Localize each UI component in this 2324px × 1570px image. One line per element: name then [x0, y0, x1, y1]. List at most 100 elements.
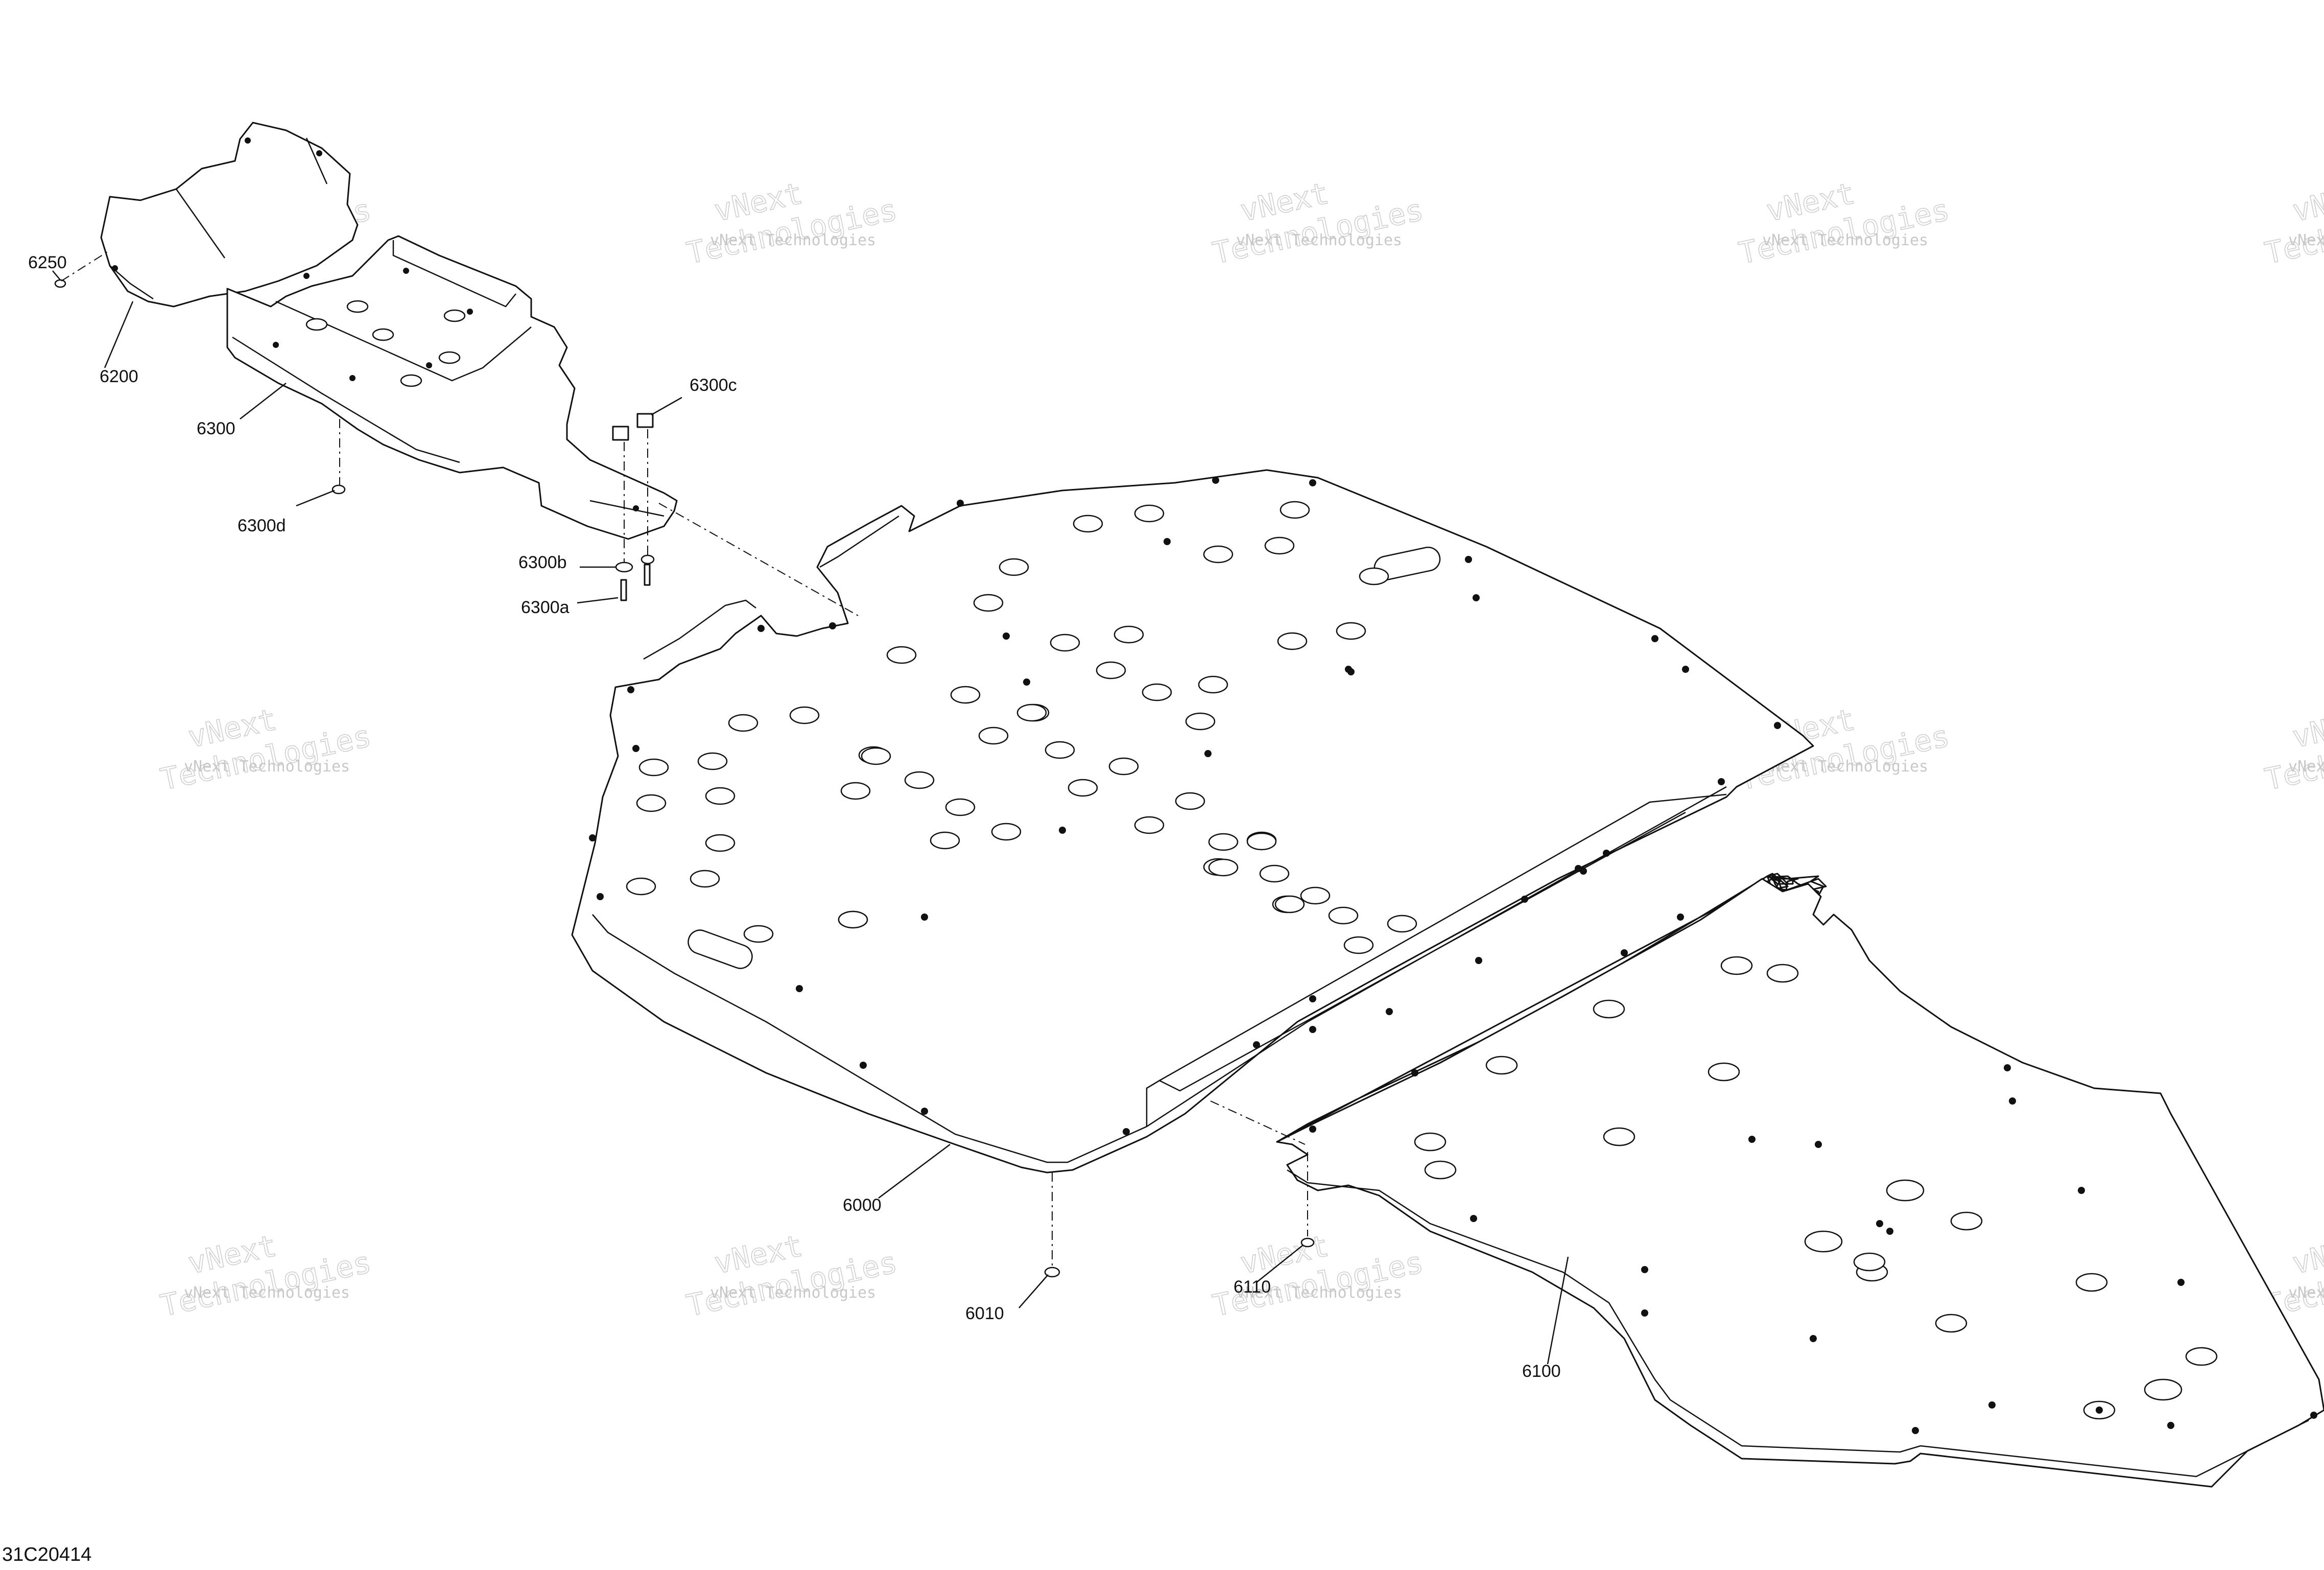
hole — [1050, 634, 1080, 652]
hole — [1208, 858, 1239, 877]
hole — [1766, 964, 1799, 983]
hole — [626, 877, 656, 896]
hole — [1246, 832, 1277, 851]
fasteners-6300 — [54, 279, 655, 601]
hole — [728, 714, 758, 732]
watermark-line-1: vNext Technologies — [184, 1284, 350, 1302]
hole — [1259, 864, 1290, 883]
part-6200-front-guard — [100, 122, 359, 308]
hole — [991, 823, 1022, 841]
hole — [1134, 816, 1165, 834]
callout-labels: 6250 6200 6300 6300c 6300d 6300b 6300a 6… — [28, 253, 1561, 1381]
hole — [1142, 683, 1172, 701]
hole — [838, 910, 868, 929]
watermark-line-1: vNext Technologies — [710, 1284, 876, 1302]
hole — [2185, 1347, 2218, 1366]
hole — [1108, 757, 1139, 776]
hole — [638, 758, 669, 777]
hole — [1185, 712, 1216, 731]
hole — [697, 752, 728, 770]
callout-6100: 6100 — [1522, 1362, 1561, 1381]
hole — [1175, 792, 1205, 810]
hole — [840, 782, 871, 800]
hole — [2075, 1273, 2108, 1292]
watermark-line-1: vNext Technologies — [710, 231, 876, 249]
callout-6200: 6200 — [100, 367, 138, 386]
hole — [886, 646, 917, 664]
part-6100-rear-skid-plate — [1276, 873, 2324, 1488]
hole — [1387, 915, 1417, 933]
callout-6250: 6250 — [28, 253, 67, 272]
hole — [1603, 1127, 1635, 1146]
watermark-line-2: vNext — [2289, 1228, 2324, 1281]
hole — [1720, 956, 1753, 975]
hole — [1359, 567, 1389, 585]
hole — [636, 794, 667, 812]
hole — [690, 870, 720, 888]
assembly-lines — [61, 250, 1308, 1267]
watermark-line-1: vNext Technologies — [2288, 1284, 2324, 1302]
hole — [1853, 1252, 1886, 1272]
hole — [1068, 779, 1098, 797]
fasteners-lower — [1044, 1237, 1315, 1278]
hole — [1016, 704, 1047, 722]
hole — [1300, 886, 1331, 905]
hole — [1279, 501, 1310, 519]
hole — [861, 747, 891, 765]
hole — [1208, 833, 1239, 851]
hole — [1277, 632, 1308, 650]
callout-6300: 6300 — [197, 419, 235, 438]
leader-lines — [52, 270, 1569, 1365]
watermark-line-1: vNext Technologies — [2288, 231, 2324, 249]
hole — [1593, 999, 1625, 1019]
watermark-line-1: vNext Technologies — [2288, 758, 2324, 776]
watermark-line-1: vNext Technologies — [1236, 231, 1402, 249]
hole — [1045, 741, 1075, 759]
hole — [1264, 536, 1295, 555]
hole — [1343, 936, 1374, 954]
hole — [950, 686, 981, 704]
hole — [978, 727, 1009, 745]
hole — [1414, 1132, 1446, 1152]
hole — [999, 558, 1029, 576]
hole — [1485, 1056, 1518, 1075]
hole — [1935, 1314, 1967, 1333]
hole — [1113, 625, 1144, 644]
hole — [743, 925, 774, 943]
hole — [789, 706, 820, 724]
watermark-line-1: vNext Technologies — [1762, 231, 1928, 249]
hole — [1708, 1062, 1740, 1082]
watermark-line-1: vNext Technologies — [184, 758, 350, 776]
callout-6110: 6110 — [1234, 1277, 1271, 1297]
hole — [1134, 504, 1165, 523]
hole — [1336, 622, 1366, 640]
hole — [973, 594, 1004, 612]
callout-6300b: 6300b — [518, 553, 567, 572]
hole — [1424, 1160, 1457, 1180]
hole — [1203, 545, 1234, 564]
hole — [1950, 1211, 1983, 1231]
hole — [705, 787, 736, 805]
hole — [904, 771, 935, 789]
watermark-line-2: vNext — [2289, 702, 2324, 755]
hole — [705, 834, 736, 852]
hole — [1274, 895, 1305, 913]
watermark-line-1: vNext Technologies — [1762, 758, 1928, 776]
callout-6300d: 6300d — [238, 516, 286, 535]
hole — [1198, 675, 1228, 694]
part-6300-front-plate — [226, 235, 678, 540]
watermark-line-1: vNext Technologies — [1236, 1284, 1402, 1302]
hole — [1073, 514, 1103, 533]
callout-6300c: 6300c — [690, 376, 737, 395]
part-6000-main-skid-plate — [571, 469, 1814, 1174]
hole — [1328, 906, 1359, 925]
